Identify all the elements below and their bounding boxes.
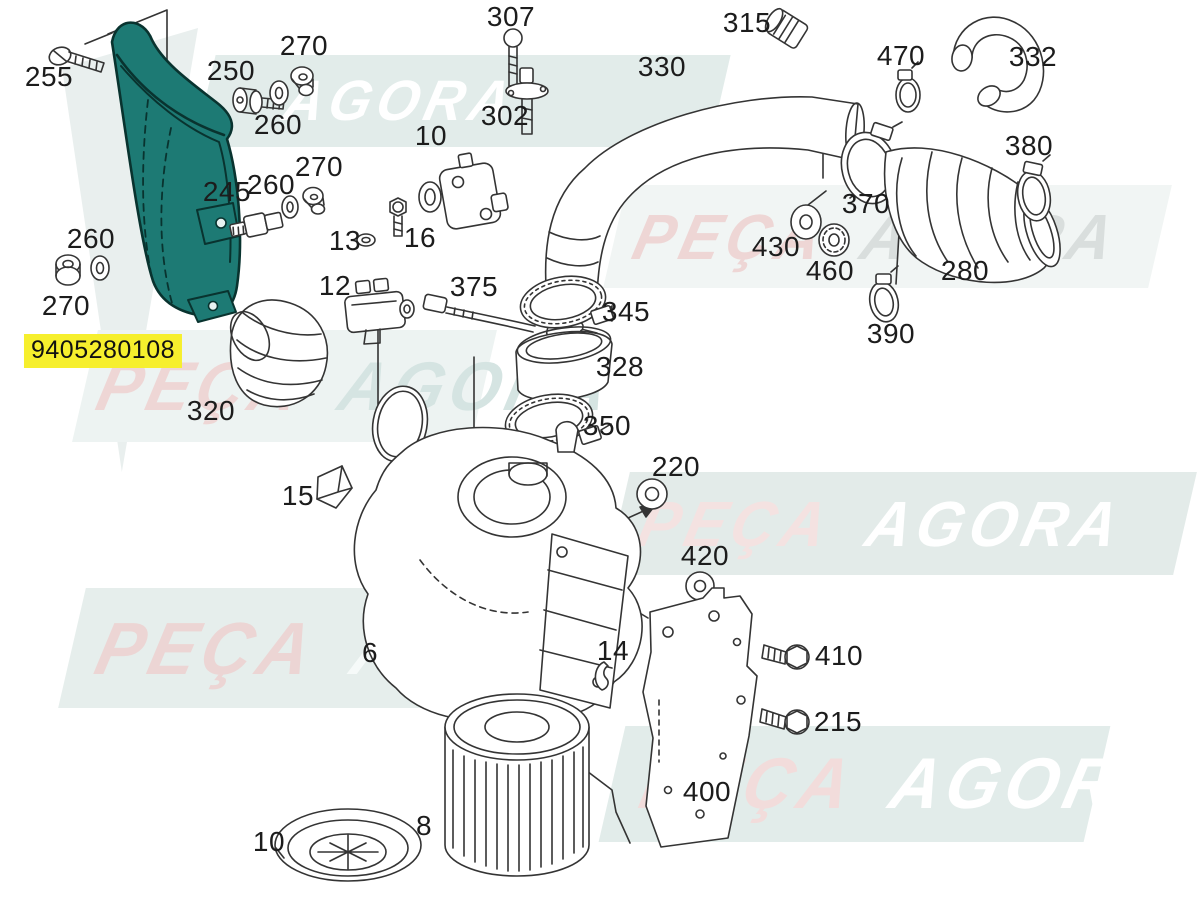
part-washer-260-c xyxy=(90,255,110,281)
part-label: 302 xyxy=(480,100,530,131)
part-label: 470 xyxy=(876,40,926,71)
part-label: 332 xyxy=(1008,41,1058,72)
part-bolt-16 xyxy=(389,197,407,237)
part-filter-element-8 xyxy=(444,693,590,877)
part-label: 10 xyxy=(252,826,286,857)
part-clamp-380 xyxy=(1016,154,1052,222)
part-label: 215 xyxy=(813,706,863,737)
part-grommet-270-a xyxy=(290,66,314,97)
part-hose-332 xyxy=(951,16,1045,113)
part-connector-315 xyxy=(764,7,809,49)
part-label: 370 xyxy=(841,188,891,219)
part-label: 8 xyxy=(415,810,433,841)
part-label: 15 xyxy=(281,480,315,511)
part-label: 13 xyxy=(328,225,362,256)
part-screw-255 xyxy=(48,46,105,73)
part-label: 307 xyxy=(486,1,536,32)
part-label: 270 xyxy=(279,30,329,61)
part-nut-460 xyxy=(818,223,850,257)
part-label: 260 xyxy=(253,109,303,140)
part-label: 260 xyxy=(246,169,296,200)
part-clip-13 xyxy=(356,233,376,247)
part-clamp-390 xyxy=(868,265,900,323)
part-label: 380 xyxy=(1004,130,1054,161)
part-label: 320 xyxy=(186,395,236,426)
part-label: 430 xyxy=(751,231,801,262)
part-sensor-302 xyxy=(505,67,549,135)
part-nut-270-c xyxy=(55,254,81,286)
part-label: 10 xyxy=(414,120,448,151)
part-bracket-10 xyxy=(418,152,509,230)
part-clamp-370 xyxy=(840,121,903,205)
part-label: 16 xyxy=(403,222,437,253)
part-label: 260 xyxy=(66,223,116,254)
part-clamp-470 xyxy=(895,61,921,113)
part-label: 280 xyxy=(940,255,990,286)
part-label: 410 xyxy=(814,640,864,671)
part-label: 350 xyxy=(582,410,632,441)
part-grommet-270-b xyxy=(302,186,326,215)
part-label: 270 xyxy=(294,151,344,182)
part-clip-14 xyxy=(594,661,609,691)
part-label: 6 xyxy=(361,637,379,668)
part-label: 270 xyxy=(41,290,91,321)
part-washer-430 xyxy=(790,204,822,240)
part-label: 375 xyxy=(449,271,499,302)
part-valve-12 xyxy=(344,277,415,345)
part-cover-10-b xyxy=(274,808,422,882)
part-air-intake-duct-highlighted xyxy=(110,21,242,323)
part-label: 14 xyxy=(596,635,630,666)
part-label: 420 xyxy=(680,540,730,571)
highlighted-part-number[interactable]: 9405280108 xyxy=(23,334,183,368)
part-bolt-245 xyxy=(229,211,284,238)
part-bolt-215 xyxy=(759,708,810,735)
part-air-cleaner-housing-6 xyxy=(353,420,643,722)
part-label: 255 xyxy=(24,61,74,92)
part-washer-260-a xyxy=(269,80,289,106)
part-label: 460 xyxy=(805,255,855,286)
part-wedge-15 xyxy=(316,465,353,509)
part-label: 245 xyxy=(202,176,252,207)
part-bellows-320 xyxy=(229,299,329,408)
part-bracket-plate-400 xyxy=(642,587,758,848)
part-label: 330 xyxy=(637,51,687,82)
part-washer-260-b xyxy=(281,195,299,219)
part-label: 315 xyxy=(722,7,772,38)
part-bolt-410 xyxy=(761,644,810,670)
part-label: 400 xyxy=(682,776,732,807)
part-label: 390 xyxy=(866,318,916,349)
part-label: 328 xyxy=(595,351,645,382)
part-clamp-345 xyxy=(519,275,614,329)
part-label: 220 xyxy=(651,451,701,482)
part-label: 345 xyxy=(601,296,651,327)
part-grommet-220 xyxy=(636,478,668,510)
part-label: 12 xyxy=(318,270,352,301)
part-bolt-307 xyxy=(503,28,523,87)
part-label: 250 xyxy=(206,55,256,86)
